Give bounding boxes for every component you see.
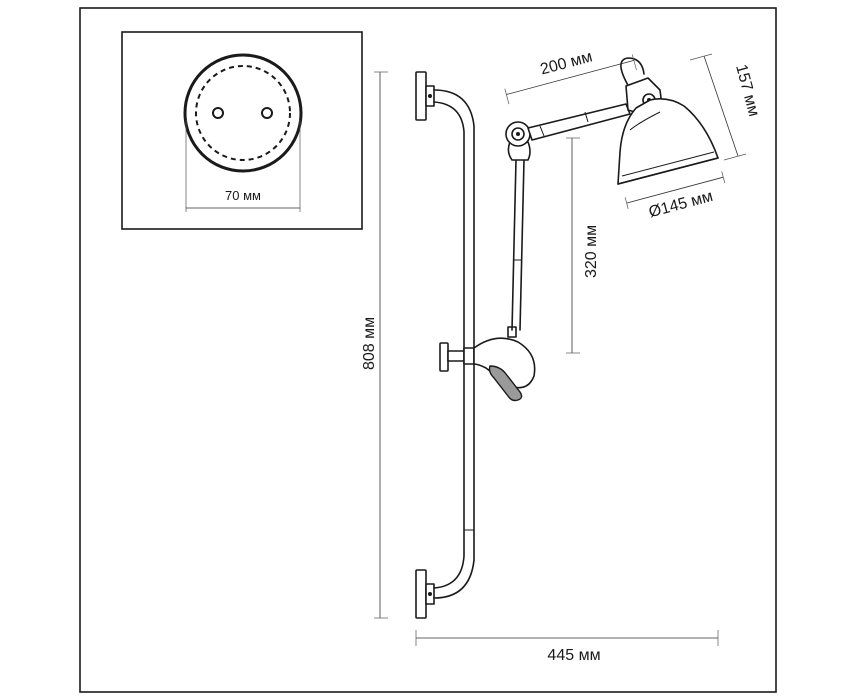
mount-plate-outer-circle (183, 53, 303, 173)
mount-plate-dashed-circle (195, 65, 291, 161)
lamp-shade (617, 98, 719, 185)
shade-diameter-dimension: Ø145 мм (624, 171, 726, 221)
total-height-label: 808 мм (361, 317, 378, 370)
vertical-rail-outer (433, 89, 475, 599)
top-wall-bracket (415, 71, 427, 121)
lamp-cable (620, 57, 645, 93)
bottom-wall-bracket (415, 569, 427, 619)
clamp-screw (447, 350, 465, 362)
inset-frame (121, 31, 363, 230)
lamp-elevation: 200 мм 157 мм Ø145 мм 320 мм (361, 48, 762, 664)
vertical-rail-inner (433, 101, 465, 589)
mount-plate-inset: 70 мм (121, 31, 363, 230)
shade-diameter-label: Ø145 мм (647, 188, 715, 221)
vertical-arm-left (511, 159, 517, 331)
total-height-dimension: 808 мм (361, 71, 388, 619)
arm-drop-label: 320 мм (583, 225, 600, 278)
shade-height-label: 157 мм (732, 63, 762, 119)
clamp-knob-plate (439, 342, 449, 372)
arm-drop-dimension: 320 мм (566, 137, 600, 354)
total-width-dimension: 445 мм (415, 630, 719, 664)
outer-frame (79, 7, 777, 693)
arm-length-label: 200 мм (539, 48, 595, 78)
mount-diameter-label: 70 мм (225, 188, 261, 203)
horizontal-arm (527, 103, 631, 141)
total-width-label: 445 мм (547, 647, 600, 664)
lamp-shade-rim (617, 157, 719, 185)
mount-screw-hole-right (261, 107, 273, 119)
mount-screw-hole-left (212, 107, 224, 119)
vertical-arm-right (519, 159, 525, 331)
clamp-body (473, 337, 536, 389)
arm-length-dimension: 200 мм (504, 48, 637, 105)
clamp-lever (488, 365, 523, 402)
